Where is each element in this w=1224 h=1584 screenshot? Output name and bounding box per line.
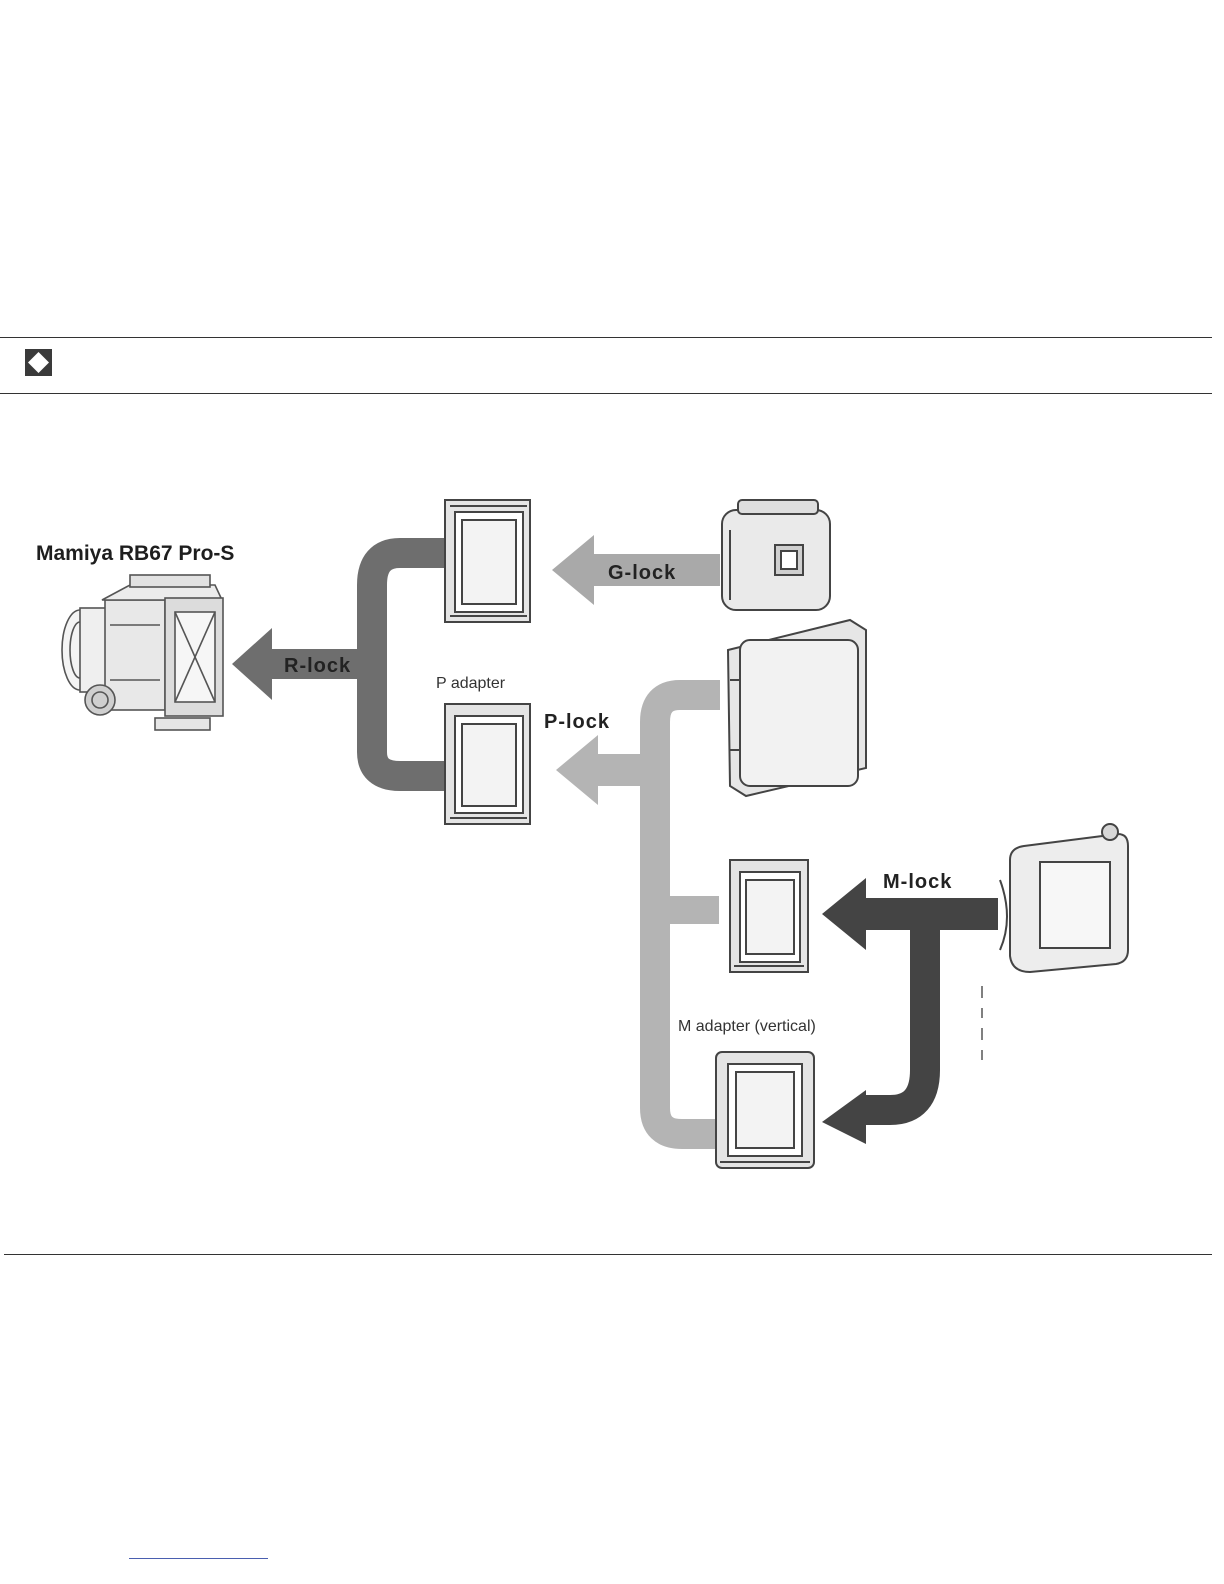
- film-back-compatibility-diagram: Mamiya RB67 Pro-S R-lock: [0, 400, 1224, 1250]
- p-lock-connector: [556, 695, 720, 1134]
- m-lock-connector: [822, 878, 998, 1144]
- m-adapter-horizontal-frame: [730, 860, 808, 972]
- diamond-navigation-icon[interactable]: [25, 349, 52, 376]
- g-lock-film-back-image: [722, 500, 830, 610]
- r-lock-label: R-lock: [284, 655, 351, 677]
- footer-rule: [4, 1254, 1212, 1255]
- p-adapter-frame: [445, 704, 530, 824]
- m-adapter-vertical-label: M adapter (vertical): [678, 1018, 816, 1035]
- m-lock-label: M-lock: [883, 871, 952, 893]
- camera-body-image: [62, 575, 223, 730]
- camera-label: Mamiya RB67 Pro-S: [36, 542, 234, 565]
- p-adapter-label: P adapter: [436, 675, 506, 692]
- p-lock-label: P-lock: [544, 711, 610, 733]
- m-lock-film-back-image: [1000, 824, 1128, 972]
- footer-link-underline[interactable]: [129, 1558, 268, 1559]
- m-adapter-vertical-frame: [716, 1052, 814, 1168]
- g-lock-label: G-lock: [608, 562, 676, 584]
- header-top-rule: [0, 337, 1212, 338]
- header-bottom-rule: [0, 393, 1212, 394]
- adapter-frame-upper: [445, 500, 530, 622]
- pack-film-back-image: [728, 620, 866, 796]
